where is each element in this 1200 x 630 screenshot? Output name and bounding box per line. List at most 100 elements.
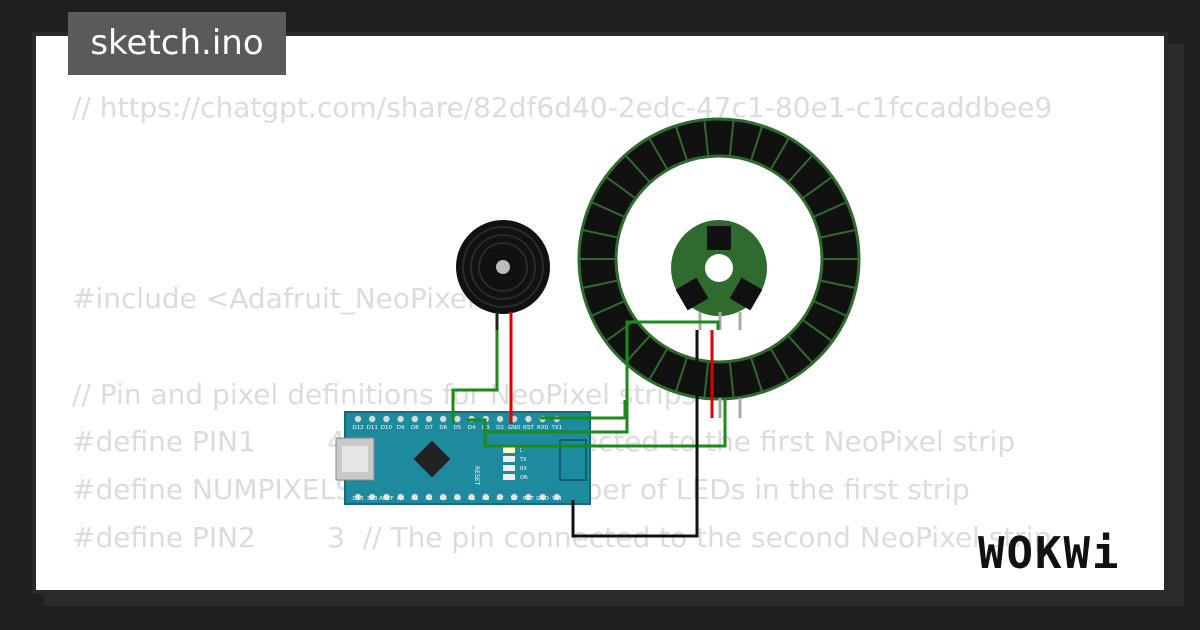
pin-label: D11: [367, 425, 378, 431]
ring-pixel-divider: [750, 357, 763, 392]
ring-pixel-divider: [582, 229, 618, 239]
buzzer[interactable]: [456, 220, 550, 330]
pin-label: D13: [352, 496, 364, 502]
pin-header[interactable]: [383, 493, 390, 501]
pin-label: VIN: [552, 496, 562, 502]
pin-label: A6: [482, 496, 490, 502]
pin-header[interactable]: [383, 415, 390, 423]
ring-pixel-divider: [605, 176, 636, 199]
ring-pixel-divider: [625, 155, 651, 183]
pin-header[interactable]: [496, 415, 504, 423]
pin-label: D9: [397, 425, 405, 431]
pin-header[interactable]: [354, 415, 362, 423]
ring-pixel-divider: [728, 362, 735, 398]
ring-pixel-divider: [728, 120, 735, 156]
pin-label: GND: [536, 496, 549, 502]
ring-pixel-divider: [813, 300, 847, 317]
reset-label: RESET: [473, 466, 480, 486]
pin-header[interactable]: [440, 415, 447, 423]
code-line: #define PIN2 3 // The pin connected to t…: [72, 520, 1052, 554]
ring-pixel-divider: [582, 279, 618, 289]
pin-label: D7: [425, 425, 433, 431]
pin-label: AREF: [379, 496, 393, 502]
pin-label: A0: [397, 496, 405, 502]
status-led: [503, 474, 515, 480]
pin-header[interactable]: [525, 415, 532, 423]
pin-header[interactable]: [425, 493, 433, 501]
pin-label: A3: [440, 496, 448, 502]
ring-pixel-divider: [750, 126, 763, 161]
pin-label: TX1: [550, 425, 562, 431]
pin-header[interactable]: [411, 493, 418, 501]
pin-label: RST: [523, 496, 534, 502]
code-line: // https://chatgpt.com/share/82df6d40-2e…: [72, 90, 1053, 124]
pin-header[interactable]: [511, 493, 518, 501]
pin-label: D4: [468, 425, 476, 431]
pin-label: D10: [381, 425, 393, 431]
file-tab[interactable]: sketch.ino: [68, 12, 286, 75]
pin-label: 3V3: [367, 496, 378, 502]
ring-pixel-divider: [802, 319, 833, 342]
pin-label: A1: [411, 496, 418, 502]
pin-label: RX0: [537, 425, 549, 431]
ring-pixel-divider: [591, 201, 625, 218]
ring-pixel-divider: [675, 126, 688, 161]
status-led: [503, 465, 515, 471]
pin-header[interactable]: [496, 493, 504, 501]
led-label: RX: [520, 466, 527, 472]
pin-header[interactable]: [369, 493, 376, 501]
ring-pixel-divider: [703, 120, 710, 156]
pin-label: GND: [508, 425, 521, 431]
pin-label: D12: [352, 425, 363, 431]
pin-header[interactable]: [539, 493, 546, 501]
pin-label: RST: [523, 425, 534, 431]
ring-pixel-divider: [820, 229, 856, 239]
status-led: [503, 447, 515, 453]
pin-header[interactable]: [454, 493, 461, 501]
pin-header[interactable]: [369, 415, 376, 423]
pin-header[interactable]: [425, 415, 433, 423]
led-label: ON: [520, 475, 528, 481]
ring-pixel-divider: [770, 348, 790, 380]
ring-pixel-divider: [787, 335, 813, 363]
pin-header[interactable]: [411, 415, 418, 423]
ring-pixel-divider: [770, 138, 790, 170]
neopixel-jewel[interactable]: [671, 220, 767, 418]
code-editor[interactable]: // https://chatgpt.com/share/82df6d40-2e…: [72, 36, 1164, 590]
pin-label: D6: [439, 425, 447, 431]
pin-header[interactable]: [397, 415, 404, 423]
pin-label: A4: [454, 496, 462, 502]
ring-pixel-divider: [787, 155, 813, 183]
pin-header[interactable]: [397, 493, 404, 501]
ring-pixel-divider: [802, 176, 833, 199]
ring-pixel-divider: [605, 319, 636, 342]
ring-pixel-divider: [625, 335, 651, 363]
ring-pixel-divider: [648, 138, 668, 170]
wokwi-logo: WOKWi: [978, 528, 1121, 579]
ring-pixel-divider: [675, 357, 688, 392]
ring-pixel-divider: [703, 362, 710, 398]
ring-pixel-divider: [813, 201, 847, 218]
pin-header[interactable]: [354, 493, 362, 501]
ring-pixel-divider: [591, 300, 625, 317]
pin-header[interactable]: [525, 493, 532, 501]
pin-header[interactable]: [454, 415, 461, 423]
pin-label: A7: [496, 496, 504, 502]
led-label: TX: [519, 457, 527, 463]
pin-label: A5: [468, 496, 476, 502]
ring-pixel-divider: [648, 348, 668, 380]
status-led: [503, 456, 515, 462]
pin-header[interactable]: [440, 493, 447, 501]
ring-pixel-divider: [820, 279, 856, 289]
pin-header[interactable]: [553, 493, 560, 501]
led-label: L: [520, 448, 523, 454]
pin-header[interactable]: [482, 493, 489, 501]
pin-header[interactable]: [468, 493, 475, 501]
pin-label: 5V: [511, 496, 518, 502]
pin-label: D8: [411, 425, 419, 431]
pin-header[interactable]: [511, 415, 518, 423]
pin-label: A2: [425, 496, 432, 502]
wires: [451, 320, 727, 538]
